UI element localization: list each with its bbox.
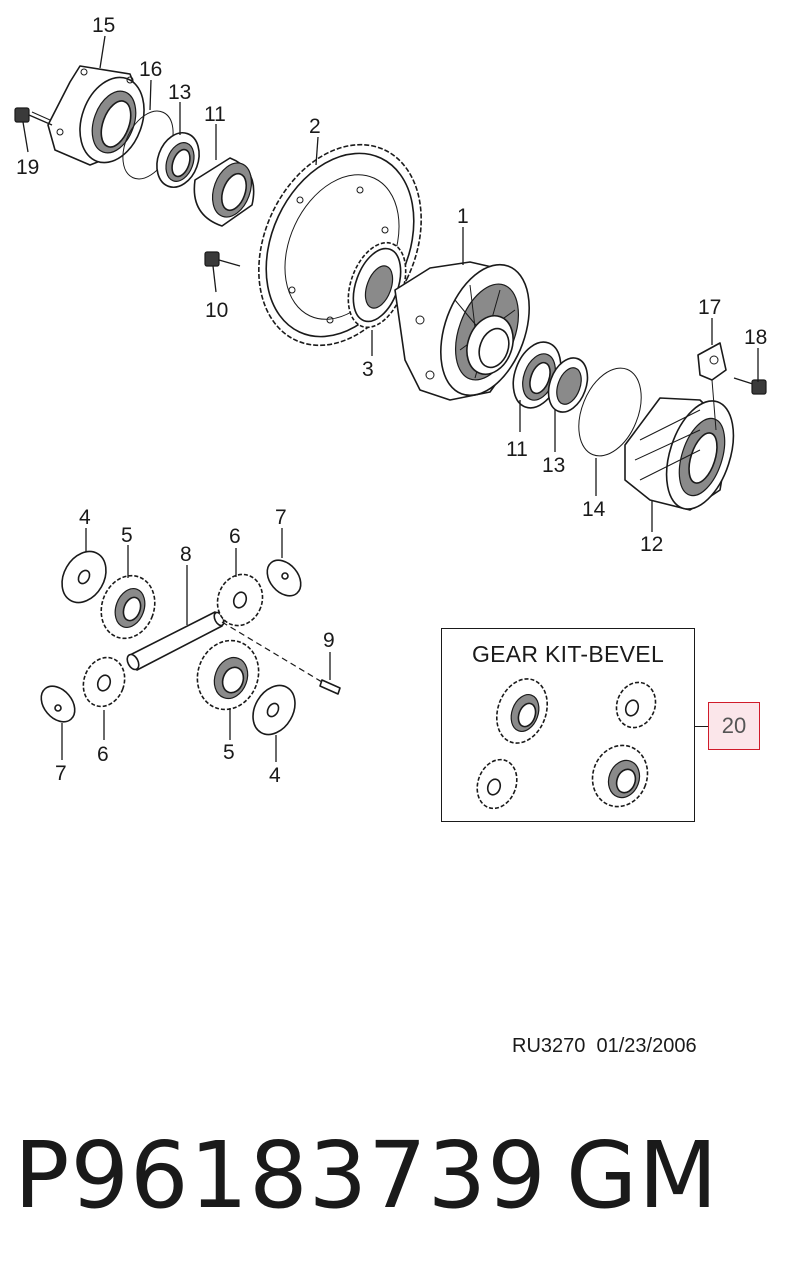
callout-16: 16: [139, 58, 162, 81]
callout-17: 17: [698, 296, 721, 319]
differential-case-part-1: [394, 261, 531, 401]
kit-pinion-gear-upper: [615, 681, 657, 729]
callout-13: 13: [168, 81, 191, 104]
callout-7: 7: [275, 506, 287, 529]
callout-14: 14: [582, 498, 606, 521]
oil-seal-part-13-lower: [547, 357, 589, 413]
gear-kit-title: GEAR KIT-BEVEL: [471, 641, 665, 667]
gear-kit-box: GEAR KIT-BEVEL: [441, 628, 695, 822]
part-reference-20[interactable]: 20: [708, 702, 760, 750]
kit-side-gear-upper: [495, 678, 549, 744]
kit-side-gear-lower: [591, 744, 649, 808]
callout-labels: 15 16 13 11 19 2 1 10 3 17 18 11 13 14 1…: [16, 14, 767, 787]
side-gear-part-5-lower: [196, 639, 260, 711]
callout-6: 6: [97, 743, 109, 766]
thrust-washer-part-7-lower: [40, 685, 76, 723]
lock-pin-part-9: [221, 621, 341, 695]
part-number: P96183739: [14, 1122, 547, 1229]
callout-8: 8: [180, 543, 192, 566]
speedometer-gear-part-3: [347, 241, 407, 329]
callout-4: 4: [79, 506, 91, 529]
callout-19: 19: [16, 156, 39, 179]
side-gear-part-5-upper: [100, 574, 156, 640]
callout-15: 15: [92, 14, 115, 37]
callout-1: 1: [457, 205, 469, 228]
callout-4: 4: [269, 764, 281, 787]
callout-13: 13: [542, 454, 565, 477]
drawing-code-date: RU3270 01/23/2006: [512, 1035, 697, 1057]
callout-5: 5: [223, 741, 235, 764]
callout-18: 18: [744, 326, 767, 349]
flange-cover-part: [47, 65, 145, 166]
brand-label: GM: [566, 1122, 719, 1229]
kit-pinion-gear-lower: [476, 758, 518, 810]
callout-11: 11: [506, 438, 528, 461]
snap-ring-part-14: [578, 367, 642, 457]
bolt-part-19: [14, 107, 53, 126]
retaining-clip-part-17: [697, 342, 727, 431]
thrust-washer-part-7-upper: [266, 559, 302, 597]
oil-seal-part-13-upper: [156, 132, 200, 188]
callout-6: 6: [229, 525, 241, 548]
thrust-washer-part-4-upper: [61, 550, 107, 604]
callout-10: 10: [205, 299, 228, 322]
callout-5: 5: [121, 524, 133, 547]
kit-leader-line: [695, 726, 708, 727]
pinion-gear-part-6-upper: [216, 573, 264, 627]
callout-3: 3: [362, 358, 374, 381]
bolt-part-10: [204, 251, 241, 267]
callout-2: 2: [309, 115, 321, 138]
pinion-gear-part-6-lower: [82, 656, 126, 708]
bearing-part-11-upper: [193, 157, 255, 227]
callout-11: 11: [204, 103, 226, 126]
thrust-washer-part-4-lower: [252, 684, 296, 736]
callout-9: 9: [323, 629, 335, 652]
bolt-part-18: [733, 377, 767, 395]
callout-12: 12: [640, 533, 663, 556]
bearing-housing-part-12: [624, 397, 735, 511]
callout-7: 7: [55, 762, 67, 785]
pinion-shaft-part-8: [126, 611, 225, 671]
